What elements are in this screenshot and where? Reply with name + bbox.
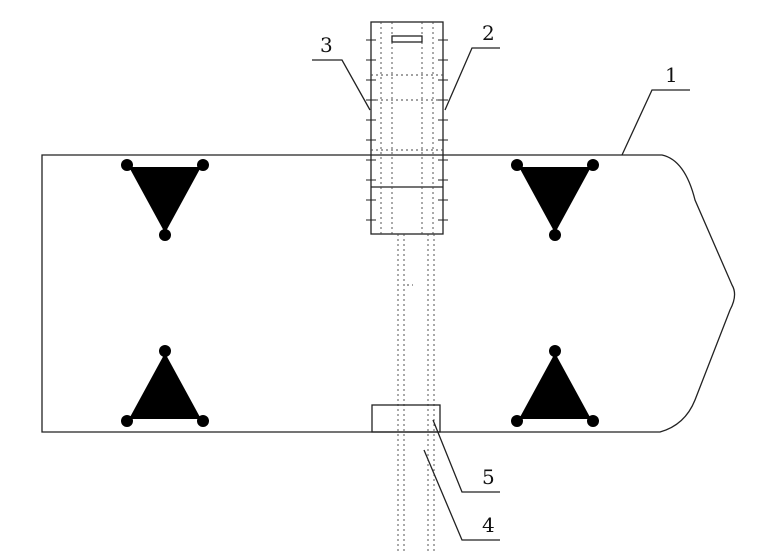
label-2: 2 <box>482 21 495 45</box>
label-4: 4 <box>482 513 495 537</box>
label-5: 5 <box>482 465 495 489</box>
module-block <box>366 22 448 234</box>
module-bolt-marks <box>366 40 448 220</box>
jacket-top-right <box>509 159 601 241</box>
label-1: 1 <box>665 63 678 87</box>
jacket-bottom-left <box>119 345 211 427</box>
component-5-box <box>372 405 440 432</box>
leader-1 <box>622 90 690 155</box>
centerline-guides <box>398 234 434 552</box>
jacket-top-left <box>119 159 211 241</box>
leader-3 <box>312 60 370 110</box>
leader-2 <box>445 48 500 110</box>
jacket-bottom-right <box>509 345 601 427</box>
label-3: 3 <box>320 33 333 57</box>
